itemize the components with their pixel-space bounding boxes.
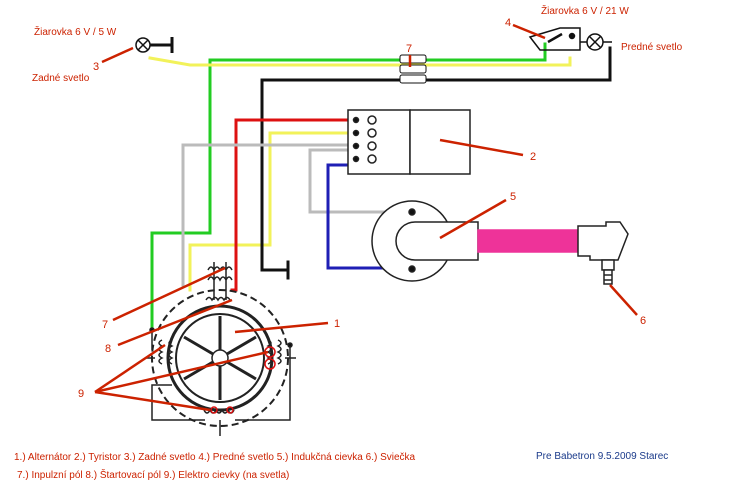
coil-top [207,262,233,300]
connector-block [399,54,427,84]
alternator [145,262,296,436]
callout-2: 2 [530,151,536,163]
rear-light-bulb [135,37,174,53]
ignition-coil [371,200,579,282]
blue-wire [326,163,387,270]
wires [148,42,612,332]
front-light-switch [547,32,563,44]
spark-plug-cap [577,221,629,285]
callout-7-connector: 7 [406,43,412,55]
text-labels: Žiarovka 6 V / 5 W Zadné svetlo Žiarovka… [32,4,683,84]
rear-light-label: Zadné svetlo [32,73,90,84]
bulb-front-label: Žiarovka 6 V / 21 W [541,4,629,17]
spark-plug-lead [477,229,579,253]
front-light-label: Predné svetlo [621,42,683,53]
callout-6: 6 [640,315,646,327]
coil-left [158,339,174,365]
legend: 1.) Alternátor 2.) Tyristor 3.) Zadné sv… [14,452,416,481]
callout-leaders [94,23,638,412]
black-wire [260,46,612,280]
callout-5: 5 [510,191,516,203]
callout-numbers: 1 2 3 4 5 6 7 7 8 9 [78,17,646,400]
callout-8: 8 [105,343,111,355]
callout-9: 9 [78,388,84,400]
thyristor-unit [347,109,471,175]
legend-line-1: 1.) Alternátor 2.) Tyristor 3.) Zadné sv… [14,452,416,463]
callout-7-pole: 7 [102,319,108,331]
grey-wire-2 [308,148,387,214]
legend-line-2: 7.) Inpulzní pól 8.) Štartovací pól 9.) … [17,468,289,481]
bulb-rear-label: Žiarovka 6 V / 5 W [34,25,117,38]
callout-3: 3 [93,61,99,73]
front-light-assembly [528,27,612,51]
grey-wire-1 [181,143,352,287]
credit-text: Pre Babetron 9.5.2009 Starec [536,451,668,462]
callout-4: 4 [505,17,511,29]
callout-1: 1 [334,318,340,330]
green-wire [150,42,547,332]
coil-upper [205,296,231,302]
yellow-wire [148,56,572,292]
red-wire [230,118,352,292]
